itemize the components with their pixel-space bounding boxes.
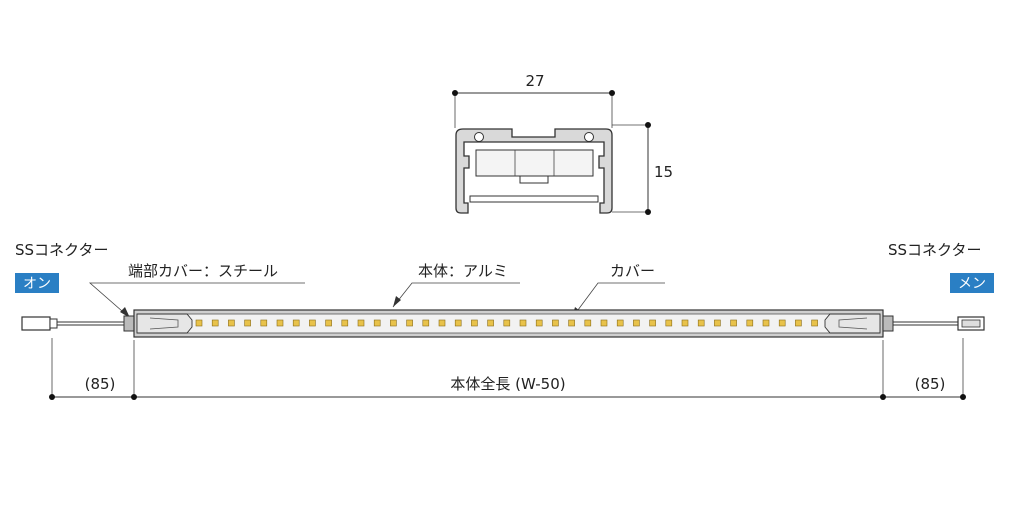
led-chip bbox=[325, 319, 332, 327]
screw-slot-left bbox=[474, 132, 484, 142]
screw-slot-right bbox=[584, 132, 594, 142]
callout-body-material: 本体：アルミ bbox=[418, 262, 508, 280]
left-lead-length: (85) bbox=[85, 375, 116, 393]
led-row bbox=[195, 319, 818, 327]
led-chip bbox=[309, 319, 316, 327]
left-connector-badge bbox=[15, 273, 59, 293]
led-chip bbox=[811, 319, 818, 327]
led-chip bbox=[244, 319, 251, 327]
led-chip bbox=[454, 319, 462, 327]
left-cable-gland bbox=[123, 315, 135, 332]
led-chip bbox=[746, 319, 754, 327]
left-connector-title: SSコネクター bbox=[15, 241, 108, 259]
left-connector-plug bbox=[21, 316, 51, 331]
width-value: 27 bbox=[525, 72, 544, 90]
led-chip bbox=[730, 319, 737, 327]
led-chip bbox=[616, 319, 624, 327]
callout-body-leader bbox=[392, 282, 520, 308]
length-dimensions: (85) 本体全長 (W-50) (85) bbox=[49, 338, 966, 400]
led-chip bbox=[357, 319, 365, 327]
height-dimension-dot-bottom bbox=[645, 209, 651, 215]
width-dimension-dot-left bbox=[452, 90, 458, 96]
led-board bbox=[475, 149, 594, 177]
dim-dot-1 bbox=[49, 394, 55, 400]
led-chip bbox=[649, 319, 656, 327]
led-chip bbox=[519, 175, 549, 184]
right-connector-socket bbox=[961, 319, 981, 328]
led-chip bbox=[487, 319, 494, 327]
aluminium-profile bbox=[455, 128, 613, 214]
callout-end-cover: 端部カバー：スチール bbox=[128, 262, 278, 280]
led-chip bbox=[665, 319, 673, 327]
led-chip bbox=[438, 319, 446, 327]
right-end-cap bbox=[824, 313, 881, 334]
led-chip bbox=[633, 319, 640, 327]
diffuser-cover-section bbox=[469, 195, 599, 203]
led-chip bbox=[714, 319, 721, 327]
right-connector-badge-text: メン bbox=[958, 276, 986, 292]
led-chip bbox=[406, 319, 413, 327]
led-chip bbox=[390, 319, 397, 327]
led-chip bbox=[195, 319, 203, 327]
height-value: 15 bbox=[654, 163, 673, 181]
led-chip bbox=[519, 319, 527, 327]
right-connector-title: SSコネクター bbox=[888, 241, 981, 259]
led-chip bbox=[778, 319, 786, 327]
callout-cover-leader bbox=[571, 282, 665, 319]
led-chip bbox=[697, 319, 705, 327]
led-chip bbox=[552, 319, 559, 327]
led-chip bbox=[795, 319, 802, 327]
cross-section-view: 27 15 bbox=[452, 72, 673, 215]
dim-dot-3 bbox=[880, 394, 886, 400]
led-chip bbox=[228, 319, 235, 327]
led-chip bbox=[535, 319, 543, 327]
led-chip bbox=[471, 319, 478, 327]
led-chip bbox=[681, 319, 689, 327]
led-chip bbox=[276, 319, 284, 327]
callout-body-arrow bbox=[393, 296, 401, 307]
fixture-side-view bbox=[21, 309, 985, 338]
led-chip bbox=[373, 319, 381, 327]
dim-dot-4 bbox=[960, 394, 966, 400]
led-chip bbox=[584, 319, 592, 327]
led-chip bbox=[600, 319, 608, 327]
led-chip bbox=[292, 319, 300, 327]
callout-end-cover-arrow bbox=[120, 307, 130, 318]
led-chip bbox=[568, 319, 575, 327]
width-dimension-dot-right bbox=[609, 90, 615, 96]
led-chip bbox=[260, 319, 268, 327]
right-end-cap-detail bbox=[838, 317, 868, 330]
right-lead-length: (85) bbox=[915, 375, 946, 393]
left-end-cap-detail bbox=[149, 317, 179, 330]
overall-length: 本体全長 (W-50) bbox=[450, 375, 565, 393]
led-chip bbox=[503, 319, 511, 327]
left-connector-badge-text: オン bbox=[23, 276, 51, 292]
led-chip bbox=[341, 319, 349, 327]
left-connector-neck bbox=[49, 318, 58, 329]
led-chip bbox=[211, 319, 219, 327]
right-connector-badge bbox=[950, 273, 994, 293]
dim-dot-2 bbox=[131, 394, 137, 400]
height-dimension-dot-top bbox=[645, 122, 651, 128]
callout-cover: カバー bbox=[610, 262, 655, 280]
led-chip bbox=[762, 319, 770, 327]
right-cable-gland bbox=[882, 315, 894, 332]
led-chip bbox=[422, 319, 430, 327]
callout-end-cover-leader bbox=[88, 282, 305, 319]
left-end-cap bbox=[136, 313, 193, 334]
